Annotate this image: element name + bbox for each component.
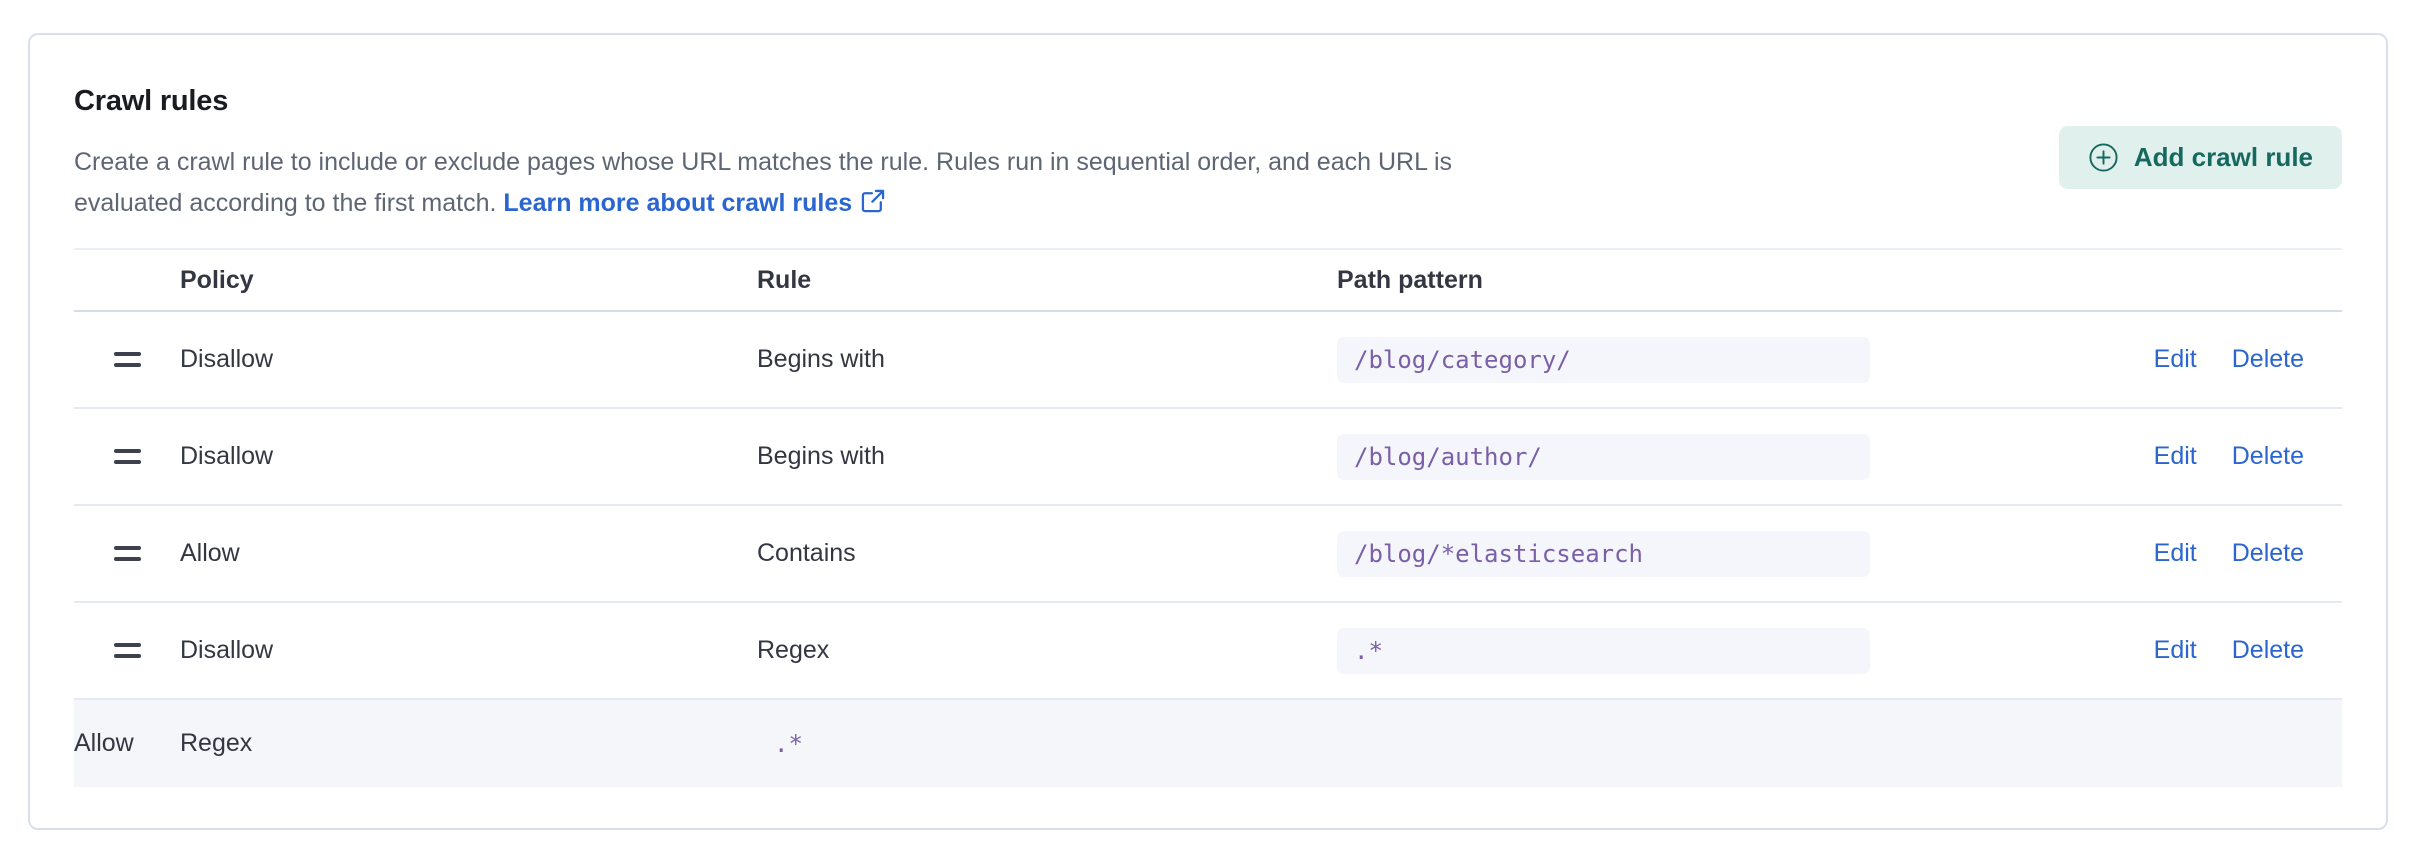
path-pattern-code: .* (774, 729, 803, 758)
path-pattern-code: /blog/*elasticsearch (1337, 530, 1870, 577)
policy-cell: Disallow (180, 345, 274, 373)
rule-cell: Contains (757, 539, 856, 567)
path-pattern-code: .* (1337, 627, 1870, 674)
popout-icon (860, 186, 886, 227)
delete-link[interactable]: Delete (2231, 442, 2304, 470)
description-line-2: evaluated according to the first match. … (74, 183, 1452, 227)
path-pattern-cell: /blog/*elasticsearch (1337, 530, 2062, 577)
path-pattern-cell: .* (1337, 627, 2062, 674)
path-pattern-code: /blog/author/ (1337, 433, 1870, 480)
drag-handle[interactable] (108, 536, 147, 571)
table-header-row: Policy Rule Path pattern (74, 248, 2342, 312)
drag-handle[interactable] (108, 633, 147, 668)
table-row: Allow Contains /blog/*elasticsearch Edit… (74, 506, 2342, 603)
add-button-label: Add crawl rule (2133, 142, 2313, 172)
path-pattern-cell: /blog/category/ (1337, 336, 2062, 383)
delete-link[interactable]: Delete (2231, 636, 2304, 664)
crawl-rules-panel: Crawl rules Create a crawl rule to inclu… (28, 33, 2388, 830)
description-line-1: Create a crawl rule to include or exclud… (74, 148, 1453, 176)
path-pattern-code: /blog/category/ (1337, 336, 1870, 383)
header-cell-policy: Policy (180, 265, 254, 294)
panel-header-text: Crawl rules Create a crawl rule to inclu… (74, 85, 1452, 227)
plus-in-circle-icon (2088, 142, 2119, 173)
row-actions: Edit Delete (2062, 636, 2342, 665)
page-title: Crawl rules (74, 85, 229, 117)
rule-cell: Begins with (757, 442, 885, 470)
policy-cell: Allow (180, 539, 240, 567)
row-actions: Edit Delete (2062, 345, 2342, 374)
add-crawl-rule-button[interactable]: Add crawl rule (2058, 126, 2342, 189)
grab-icon (113, 546, 141, 550)
edit-link[interactable]: Edit (2153, 636, 2197, 664)
rule-cell: Regex (757, 636, 830, 664)
policy-cell: Disallow (180, 636, 274, 664)
table-row: Disallow Begins with /blog/author/ Edit … (74, 409, 2342, 506)
table-row: Disallow Regex .* Edit Delete (74, 603, 2342, 700)
policy-cell: Allow (74, 729, 134, 757)
drag-handle[interactable] (108, 439, 147, 474)
learn-more-link[interactable]: Learn more about crawl rules (503, 189, 886, 217)
edit-link[interactable]: Edit (2153, 345, 2197, 373)
rule-cell: Begins with (757, 345, 885, 373)
path-pattern-cell: .* (757, 721, 1337, 767)
grab-icon (113, 449, 141, 453)
header-cell-rule: Rule (757, 265, 812, 294)
header-cell-path-pattern: Path pattern (1337, 265, 1483, 294)
table-row: Allow Regex .* (74, 700, 2342, 787)
drag-handle[interactable] (108, 342, 147, 377)
delete-link[interactable]: Delete (2231, 345, 2304, 373)
grab-icon (113, 352, 141, 356)
edit-link[interactable]: Edit (2153, 442, 2197, 470)
panel-header: Crawl rules Create a crawl rule to inclu… (74, 85, 2342, 227)
crawl-rules-table: Policy Rule Path pattern Disallow Begins… (74, 248, 2342, 787)
delete-link[interactable]: Delete (2231, 539, 2304, 567)
policy-cell: Disallow (180, 442, 274, 470)
grab-icon (113, 643, 141, 647)
rule-cell: Regex (180, 729, 253, 757)
path-pattern-cell: /blog/author/ (1337, 433, 2062, 480)
panel-description: Create a crawl rule to include or exclud… (74, 142, 1452, 227)
table-row: Disallow Begins with /blog/category/ Edi… (74, 312, 2342, 409)
row-actions: Edit Delete (2062, 442, 2342, 471)
edit-link[interactable]: Edit (2153, 539, 2197, 567)
table-body: Disallow Begins with /blog/category/ Edi… (74, 312, 2342, 787)
row-actions: Edit Delete (2062, 539, 2342, 568)
